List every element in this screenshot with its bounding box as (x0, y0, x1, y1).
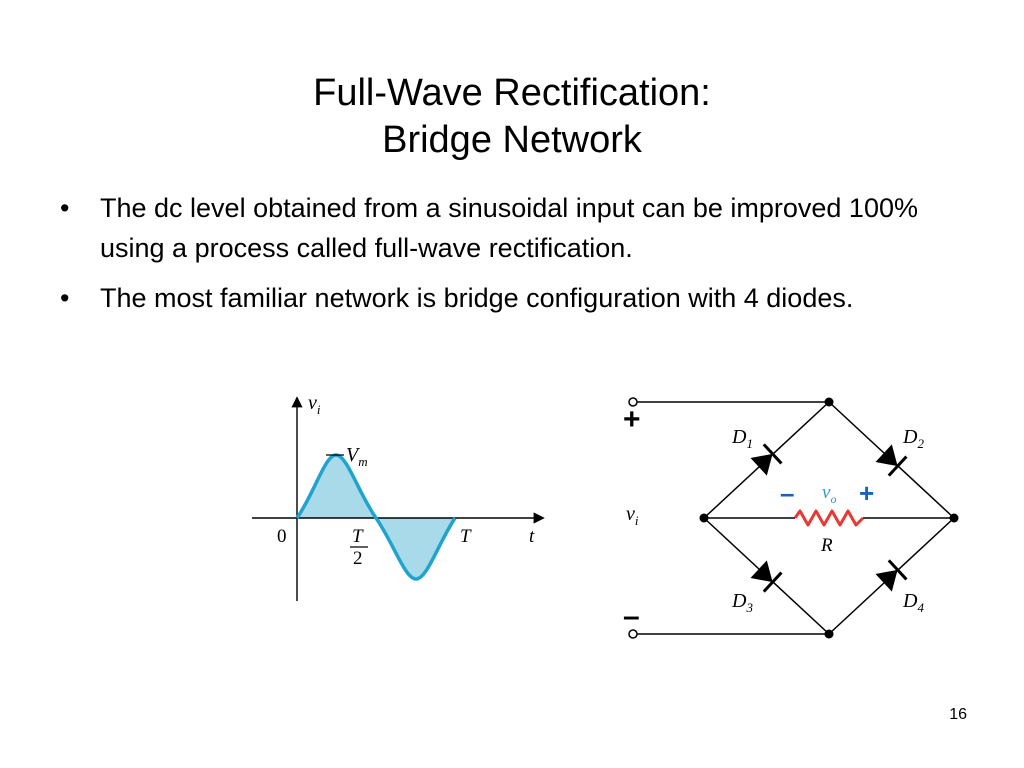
bullet-symbol: • (60, 193, 70, 223)
bullet-text: The dc level obtained from a sinusoidal … (100, 193, 918, 263)
junction-top (824, 397, 834, 407)
waveform-figure: vi Vm 0 T 2 T t (252, 392, 545, 601)
output-plus-sign: + (859, 478, 874, 508)
title-line-1: Full-Wave Rectification: (313, 72, 711, 114)
diode-d1-label: D1 (731, 426, 753, 451)
bullet-item: • The most familiar network is bridge co… (60, 278, 980, 318)
bullet-symbol: • (60, 283, 70, 313)
junction-left (699, 513, 709, 523)
positive-half-cycle-fill (297, 455, 376, 518)
bullet-text: The most familiar network is bridge conf… (100, 283, 854, 313)
sine-curve (295, 453, 457, 581)
x-axis-label: t (529, 526, 535, 547)
load-resistor (793, 509, 865, 527)
negative-half-cycle-fill (376, 518, 455, 579)
bullet-item: • The dc level obtained from a sinusoida… (60, 188, 980, 268)
junction-bottom (824, 629, 834, 639)
diode-d3-symbol (750, 560, 783, 593)
diode-d3-label: D3 (731, 590, 753, 615)
output-minus-sign: – (780, 478, 794, 508)
input-terminal-top (628, 397, 638, 407)
diode-d4-symbol (875, 559, 908, 592)
junction-right (949, 513, 959, 523)
bridge-circuit-figure: + – vi D1 D2 D3 D4 – vo + R (623, 397, 959, 639)
bullet-list: • The dc level obtained from a sinusoida… (60, 188, 980, 328)
origin-label: 0 (277, 526, 287, 547)
input-minus-sign: – (623, 600, 640, 633)
output-voltage-label: vo (822, 482, 836, 506)
title-line-2: Bridge Network (382, 119, 642, 161)
half-period-numerator: T (352, 526, 364, 547)
slide-title: Full-Wave Rectification: Bridge Network (0, 70, 1024, 164)
input-plus-sign: + (623, 403, 641, 436)
y-axis-label: vi (308, 392, 321, 417)
peak-label: Vm (346, 444, 368, 469)
half-period-denominator: 2 (353, 548, 363, 569)
diode-d2-label: D2 (902, 426, 924, 451)
resistor-label: R (820, 535, 833, 556)
diode-d2-symbol (875, 444, 908, 477)
period-label: T (460, 526, 472, 547)
input-terminal-bottom (628, 629, 638, 639)
diode-d1-symbol (750, 443, 783, 476)
page-number: 16 (949, 706, 967, 723)
diode-d4-label: D4 (902, 590, 924, 615)
input-voltage-label: vi (626, 503, 639, 528)
